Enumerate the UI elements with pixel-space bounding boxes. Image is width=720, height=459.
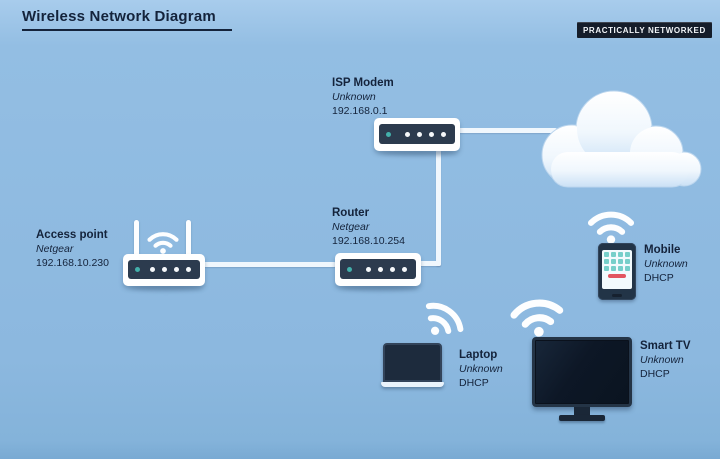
link-modem-router-vertical [436,150,441,266]
status-led [135,267,140,272]
isp-modem-label: ISP Modem Unknown 192.168.0.1 [332,76,394,118]
link-modem-router-horizontal [417,261,441,266]
page-title: Wireless Network Diagram [22,8,232,31]
phone-screen [602,250,632,289]
access-point-ip: 192.168.10.230 [36,257,109,269]
antenna-left [134,220,139,257]
laptop-label: Laptop Unknown DHCP [459,348,503,390]
antenna-right [186,220,191,257]
mobile-phone-icon [598,243,636,300]
router-label: Router Netgear 192.168.10.254 [332,206,405,248]
tv-screen [532,337,632,407]
mobile-vendor: Unknown [644,258,688,270]
tv-stand-base [559,415,605,421]
laptop-vendor: Unknown [459,363,503,375]
smart-tv-label: Smart TV Unknown DHCP [640,339,691,381]
link-accesspoint-router [203,262,336,267]
wifi-signal-icon [510,299,564,337]
wifi-signal-icon [425,302,464,335]
phone-app-grid [604,252,630,271]
router-vendor: Netgear [332,221,370,233]
router-panel [340,259,416,279]
access-point-shadow [130,285,202,291]
mobile-label: Mobile Unknown DHCP [644,243,688,285]
indicator-dots [150,267,191,272]
mobile-ip: DHCP [644,272,674,284]
wifi-signal-icon [147,232,179,254]
isp-modem-ip: 192.168.0.1 [332,105,388,117]
router-icon [335,253,421,286]
isp-modem-panel [379,124,455,144]
link-modem-internet [457,128,557,133]
access-point-vendor: Netgear [36,243,74,255]
isp-modem-icon [374,118,460,151]
mobile-name: Mobile [644,244,681,256]
isp-modem-shadow [380,150,456,156]
laptop-name: Laptop [459,349,498,361]
smart-tv-ip: DHCP [640,368,670,380]
laptop-screen [383,343,442,382]
access-point-label: Access point Netgear 192.168.10.230 [36,228,109,270]
access-point-icon [123,254,205,286]
smart-tv-name: Smart TV [640,340,691,352]
laptop-icon [381,343,444,387]
smart-tv-vendor: Unknown [640,354,684,366]
wifi-signal-icon [587,211,635,244]
status-led [347,266,352,272]
internet-cloud-icon [541,90,702,188]
router-name: Router [332,207,370,219]
indicator-dots [366,266,407,272]
access-point-name: Access point [36,229,108,241]
phone-dock-bar [607,274,627,278]
router-ip: 192.168.10.254 [332,235,405,247]
laptop-ip: DHCP [459,377,489,389]
router-shadow [341,285,417,291]
access-point-panel [128,260,200,279]
status-led [386,131,391,137]
phone-home-button [612,294,622,297]
indicator-dots [405,131,446,137]
tv-stand-neck [574,407,590,415]
isp-modem-vendor: Unknown [332,91,376,103]
smart-tv-icon [532,337,632,421]
laptop-base [381,382,444,387]
isp-modem-name: ISP Modem [332,77,394,89]
brand-logo: PRACTICALLY NETWORKED [577,22,712,38]
